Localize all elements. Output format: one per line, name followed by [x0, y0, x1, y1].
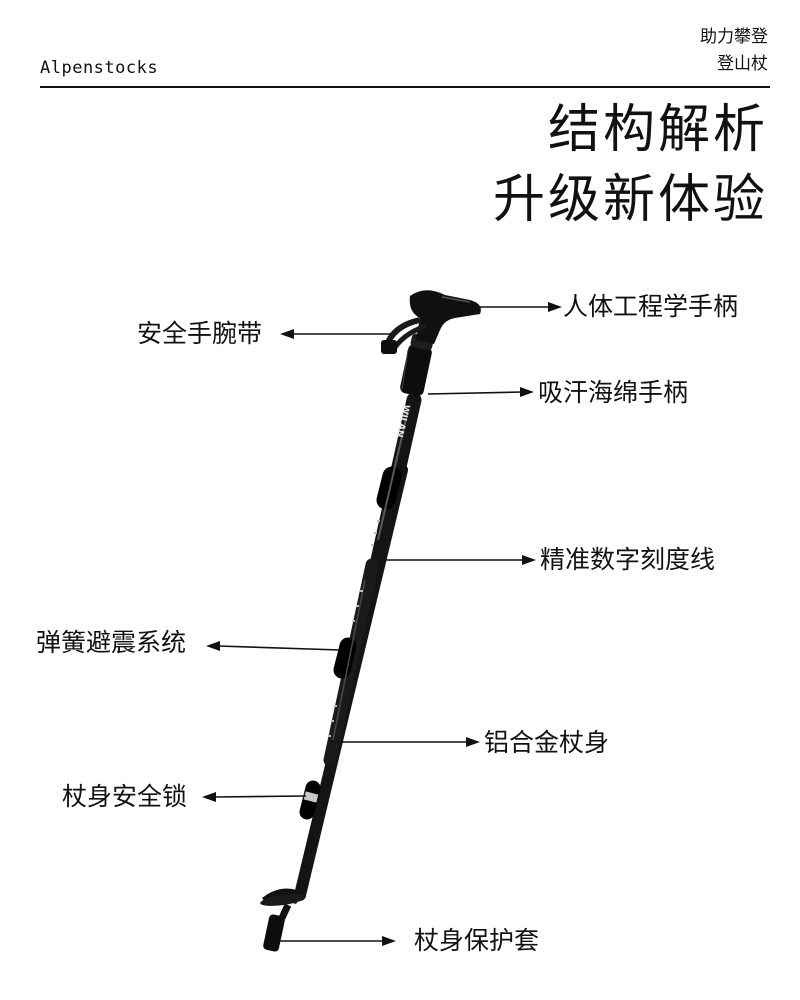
wrist-strap [381, 317, 427, 354]
label-precise-scale-line: 精准数字刻度线 [540, 545, 716, 574]
page-title-line-2: 升级新体验 [492, 170, 768, 230]
t-handle [409, 290, 481, 344]
header-divider [40, 86, 770, 88]
label-ergonomic-handle: 人体工程学手柄 [563, 292, 739, 321]
tip-protector [263, 903, 292, 952]
pole-shaft [294, 392, 422, 901]
label-spring-shock-system: 弹簧避震系统 [36, 628, 187, 657]
label-safety-wrist-strap: 安全手腕带 [137, 319, 263, 348]
label-sweat-foam-grip: 吸汗海绵手柄 [538, 378, 689, 407]
label-aluminum-alloy-body: 铝合金杖身 [484, 728, 610, 757]
label-body-safety-lock: 杖身安全锁 [62, 782, 188, 811]
tagline-line-1: 助力攀登 [700, 27, 768, 47]
brand-name: Alpenstocks [40, 58, 159, 78]
snow-basket [260, 888, 306, 906]
page-title-line-1: 结构解析 [547, 100, 768, 160]
callout-leader-lines [202, 302, 562, 946]
tagline: 助力攀登 登山杖 [700, 24, 768, 78]
tagline-line-2: 登山杖 [717, 54, 768, 74]
label-tip-protector: 杖身保护套 [414, 926, 540, 955]
scale-marks [328, 520, 380, 737]
